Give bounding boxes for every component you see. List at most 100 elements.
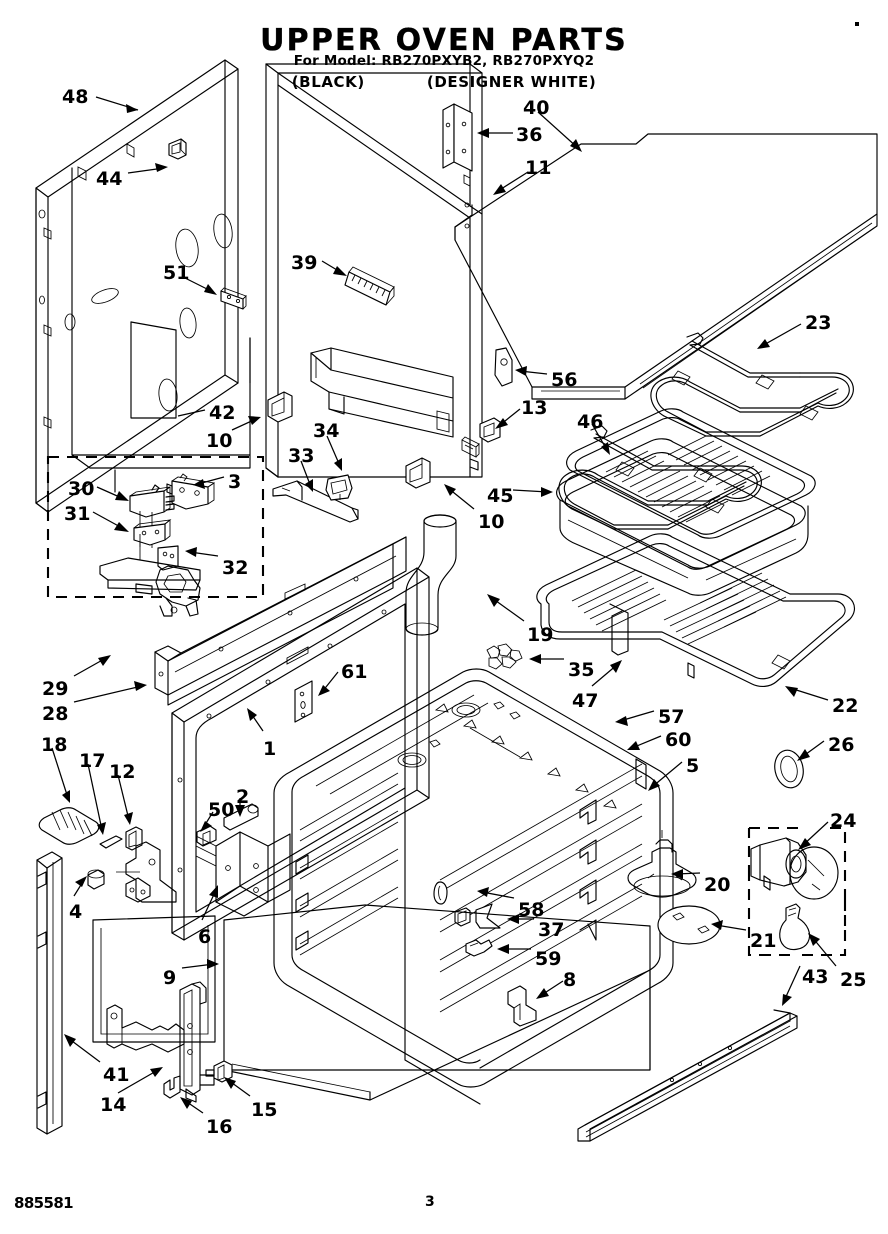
callout-10: 10 <box>478 511 505 533</box>
callout-34: 34 <box>313 420 340 442</box>
part-10-clip-a <box>267 391 293 423</box>
part-58-grommet <box>433 881 448 905</box>
callout-61: 61 <box>341 661 368 683</box>
callout-10: 10 <box>206 430 233 452</box>
callout-28: 28 <box>42 703 69 725</box>
part-15-screw <box>205 1060 233 1083</box>
callout-48: 48 <box>62 86 89 108</box>
part-latch-mechanism <box>99 534 201 617</box>
page-title: UPPER OVEN PARTS <box>260 23 628 58</box>
part-41-trim-strip <box>36 851 63 1135</box>
part-56-hinge-receiver <box>494 347 513 387</box>
callout-43: 43 <box>802 966 829 988</box>
callout-46: 46 <box>577 411 604 433</box>
part-26-gasket-ring <box>774 749 804 789</box>
callout-24: 24 <box>830 810 857 832</box>
callout-3: 3 <box>228 471 242 493</box>
callout-44: 44 <box>96 168 123 190</box>
callout-5: 5 <box>686 755 700 777</box>
callout-36: 36 <box>516 124 543 146</box>
variant-designer-white: (DESIGNER WHITE) <box>426 73 597 91</box>
callout-58: 58 <box>518 899 545 921</box>
part-5-oven-liner <box>273 668 674 1105</box>
callout-19: 19 <box>527 624 554 646</box>
callout-47: 47 <box>572 690 599 712</box>
callout-60: 60 <box>665 729 692 751</box>
part-6-bracket <box>195 831 291 917</box>
variant-black: (BLACK) <box>291 73 365 91</box>
page-number: 3 <box>425 1194 435 1210</box>
callout-22: 22 <box>832 695 859 717</box>
callout-59: 59 <box>535 948 562 970</box>
callout-18: 18 <box>41 734 68 756</box>
callout-6: 6 <box>198 926 212 948</box>
part-24-lamp-socket <box>750 837 839 900</box>
part-48-side-panel <box>35 59 251 513</box>
callout-12: 12 <box>109 761 136 783</box>
callout-16: 16 <box>206 1116 233 1138</box>
callout-35: 35 <box>568 659 595 681</box>
callout-21: 21 <box>750 930 777 952</box>
part-22-oven-rack <box>536 533 855 688</box>
callout-9: 9 <box>163 967 177 989</box>
callout-57: 57 <box>658 706 685 728</box>
part-2-pin <box>223 803 259 831</box>
callout-17: 17 <box>79 750 106 772</box>
part-21-cover-plate <box>657 905 721 945</box>
callout-45: 45 <box>487 485 514 507</box>
publication-code: 885581 <box>14 1194 74 1212</box>
part-37-clip <box>454 907 471 927</box>
part-37-blade <box>475 903 501 929</box>
part-1-oven-front-frame <box>171 567 430 941</box>
part-16-clip <box>163 1075 181 1099</box>
part-25-lamp-bulb <box>779 903 811 951</box>
callout-33: 33 <box>288 445 315 467</box>
part-18-spring <box>38 807 100 845</box>
part-43-bottom-rail <box>577 1009 798 1142</box>
part-31-bracket <box>133 519 172 546</box>
part-9-bottom-panel <box>92 904 651 1101</box>
part-51-bracket <box>220 287 247 310</box>
part-8-bracket <box>507 985 537 1027</box>
callout-2: 2 <box>236 786 250 808</box>
callout-51: 51 <box>163 262 190 284</box>
part-latch-linkage <box>106 1004 185 1053</box>
callout-8: 8 <box>563 969 577 991</box>
callout-11: 11 <box>525 157 552 179</box>
callout-56: 56 <box>551 369 578 391</box>
part-28-29-rails <box>154 536 407 706</box>
part-broiler-pan-base <box>556 438 809 596</box>
part-35-screws <box>486 643 523 670</box>
part-19-vent-tube <box>405 514 457 636</box>
part-cabinet-handle-assembly <box>310 347 454 438</box>
part-10-clip-b <box>405 457 431 489</box>
callout-20: 20 <box>704 874 731 896</box>
leader-lines <box>51 96 837 1114</box>
callout-1: 1 <box>263 738 277 760</box>
callout-30: 30 <box>68 478 95 500</box>
part-59-clip <box>465 939 493 957</box>
callout-25: 25 <box>840 969 867 991</box>
variant-line: (BLACK) (DESIGNER WHITE) <box>0 75 888 90</box>
callout-40: 40 <box>523 97 550 119</box>
part-4-cap <box>87 869 105 890</box>
part-hinge-arm <box>116 841 177 903</box>
part-39-terminal-block <box>344 266 395 306</box>
part-50-screw <box>196 825 217 847</box>
part-33-rod <box>272 480 359 523</box>
part-36-angle-bracket <box>442 103 473 172</box>
part-61-strike-plate <box>294 680 313 723</box>
callout-13: 13 <box>521 397 548 419</box>
part-13-clip <box>479 417 501 443</box>
part-17-pin <box>99 835 123 849</box>
callout-50: 50 <box>208 799 235 821</box>
part-20-convection-motor <box>627 830 697 898</box>
part-23-broil-element <box>650 332 854 437</box>
callout-41: 41 <box>103 1064 130 1086</box>
callout-14: 14 <box>100 1094 127 1116</box>
corner-ink-dot <box>855 22 859 26</box>
part-12-bushing <box>125 826 143 851</box>
part-34-block <box>325 474 353 501</box>
